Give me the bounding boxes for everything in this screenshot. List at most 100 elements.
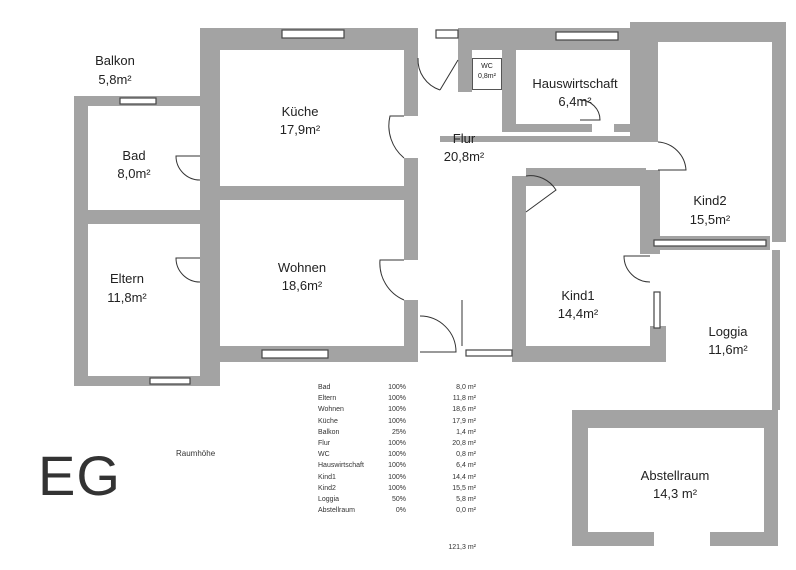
area-table-area: 11,8 m² [452,395,476,403]
room-area-hauswirtschaft: 6,4m² [558,94,592,109]
room-area-loggia: 11,6m² [708,342,748,357]
room-area-wc: 0,8m² [478,73,496,80]
wall [710,532,778,546]
wall [404,28,418,116]
wall [764,410,778,546]
room-name-loggia: Loggia [708,324,748,339]
area-table-room-name: Eltern [318,395,337,403]
room-area-flur: 20,8m² [443,149,485,164]
room-name-hauswirtschaft: Hauswirtschaft [532,76,618,91]
area-table-area: 6,4 m² [456,462,476,470]
area-table-room-name: Wohnen [318,406,344,414]
floor-label: EG [38,444,121,507]
area-table-room-name: Abstellraum [318,507,355,515]
room-name-kind1: Kind1 [561,288,595,303]
window [119,97,157,105]
area-table-room-name: Küche [318,417,338,425]
area-table-row: Flur 100% 20,8 m² [318,438,478,449]
area-table-percent: 100% [388,417,406,425]
wall [74,376,210,386]
area-table-area: 15,5 m² [452,484,476,492]
area-table-percent: 25% [391,428,406,436]
room-name-flur: Flur [452,131,476,146]
room-area-abstellraum: 14,3 m² [652,486,698,501]
area-table-area: 1,4 m² [456,428,476,436]
room-area-eltern: 11,8m² [107,290,147,305]
door [657,141,687,171]
area-table-room-name: WC [318,451,330,459]
area-table-percent: 100% [388,462,406,470]
room-area-kind1: 14,4m² [557,306,599,321]
wall [404,158,418,200]
room-area-kueche: 17,9m² [279,122,321,137]
wall [630,22,786,42]
area-table-area: 20,8 m² [452,439,476,447]
wall [88,210,220,224]
room-area-wohnen: 18,6m² [281,278,323,293]
area-table-room-name: Hauswirtschaft [318,462,364,470]
wall [572,532,654,546]
area-table-row: Eltern 100% 11,8 m² [318,393,478,404]
wall [200,180,220,386]
area-table-area: 0,0 m² [456,507,476,515]
area-table-row: Kind2 100% 15,5 m² [318,483,478,494]
room-area-bad: 8,0m² [117,166,151,181]
wall [650,326,666,362]
area-table-percent: 100% [388,484,406,492]
window [261,349,329,359]
door [417,57,441,91]
window [281,29,345,39]
door [175,155,201,181]
room-name-kueche: Küche [281,104,319,119]
room-name-abstellraum: Abstellraum [640,468,710,483]
area-table-area: 18,6 m² [452,406,476,414]
windows [119,29,767,385]
area-table-percent: 100% [388,395,406,403]
doors [175,57,687,353]
door [175,257,201,283]
door [579,99,601,121]
wall [440,136,640,142]
area-table-room-name: Flur [318,439,331,447]
door [419,315,457,353]
area-table-area: 5,8 m² [456,495,476,503]
area-table-area: 14,4 m² [452,473,476,481]
area-total-value: 121,3 m² [448,544,476,551]
door [623,255,651,283]
area-table-room-name: Kind1 [318,473,336,481]
wall [640,170,660,254]
room-area-balkon: 5,8m² [98,72,132,87]
wall [630,22,658,142]
wc-box: WC 0,8m² [472,58,502,90]
wall [526,168,646,186]
wall [772,250,780,410]
area-table-percent: 50% [391,495,406,503]
door [379,259,405,301]
wall [404,200,418,260]
wall [772,22,786,242]
wall [200,28,220,188]
area-table-row: Balkon 25% 1,4 m² [318,427,478,438]
area-table-percent: 100% [388,406,406,414]
area-table-room-name: Loggia [318,495,340,503]
room-name-wc: WC [481,63,493,70]
area-table-row: Wohnen 100% 18,6 m² [318,404,478,415]
room-name-wohnen: Wohnen [277,260,327,275]
area-table-room-name: Kind2 [318,484,336,492]
room-name-kind2: Kind2 [693,193,727,208]
door [388,115,405,159]
wall [502,50,516,130]
area-table-percent: 100% [388,451,406,459]
door [439,59,459,91]
wall [572,410,588,546]
area-table-row: Loggia 50% 5,8 m² [318,494,478,505]
area-table-room-name: Balkon [318,428,340,436]
room-name-eltern: Eltern [110,271,144,286]
area-table-percent: 100% [388,439,406,447]
wall [614,124,642,132]
wall [502,124,592,132]
area-table-percent: 100% [388,384,406,391]
